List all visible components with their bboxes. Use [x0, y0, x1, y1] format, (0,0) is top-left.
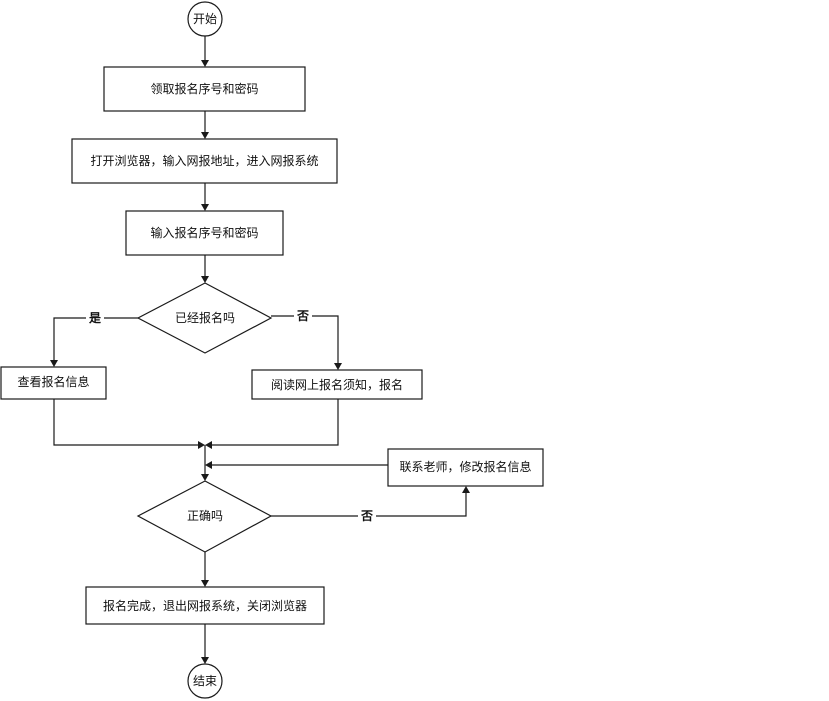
node-open-browser: 打开浏览器，输入网报地址，进入网报系统 [71, 138, 338, 184]
node-finish: 报名完成，退出网报系统，关闭浏览器 [85, 586, 325, 625]
arrowhead [50, 360, 58, 367]
node-read-notice: 阅读网上报名须知，报名 [251, 369, 423, 400]
label-bg [358, 508, 376, 524]
open-browser-label: 打开浏览器，输入网报地址，进入网报系统 [90, 153, 318, 168]
edge-no-to-contact-teacher [271, 489, 467, 517]
open-browser-box [71, 138, 338, 184]
arrowhead [198, 441, 205, 449]
edge-read-notice-to-merge [208, 399, 339, 446]
get-credentials-box [103, 66, 306, 112]
node-view-info: 查看报名信息 [0, 366, 107, 400]
read-notice-label: 阅读网上报名须知，报名 [271, 377, 403, 392]
arrowhead [462, 486, 470, 493]
finish-label: 报名完成，退出网报系统，关闭浏览器 [103, 598, 307, 613]
node-end: 结束 [187, 663, 223, 699]
already-registered-label: 已经报名吗 [175, 310, 235, 325]
label-bg [294, 308, 312, 324]
edge-label-no-1: 否 [296, 309, 309, 323]
arrowhead [201, 276, 209, 283]
arrowhead [205, 461, 212, 469]
arrowhead [201, 580, 209, 587]
contact-teacher-box [387, 448, 544, 487]
node-start: 开始 [187, 1, 223, 37]
read-notice-box [251, 369, 423, 400]
arrowhead [201, 474, 209, 481]
get-credentials-label: 领取报名序号和密码 [150, 81, 258, 96]
end-label: 结束 [193, 674, 217, 688]
arrowhead [334, 363, 342, 370]
view-info-box [0, 366, 107, 400]
edge-view-info-to-merge [53, 399, 202, 446]
already-registered-diamond [136, 282, 273, 354]
start-terminal [187, 1, 223, 37]
node-already-registered: 已经报名吗 [136, 282, 273, 354]
arrowhead [201, 204, 209, 211]
finish-box [85, 586, 325, 625]
contact-teacher-label: 联系老师，修改报名信息 [399, 459, 531, 474]
enter-credentials-label: 输入报名序号和密码 [150, 225, 258, 240]
view-info-label: 查看报名信息 [17, 374, 89, 389]
is-correct-diamond [136, 480, 273, 553]
edge-label-no-2: 否 [360, 509, 373, 523]
is-correct-label: 正确吗 [187, 509, 223, 523]
enter-credentials-box [125, 210, 284, 256]
end-terminal [187, 663, 223, 699]
arrowhead [205, 441, 212, 449]
start-label: 开始 [193, 12, 217, 26]
arrowhead [201, 60, 209, 67]
node-get-credentials: 领取报名序号和密码 [103, 66, 306, 112]
node-enter-credentials: 输入报名序号和密码 [125, 210, 284, 256]
node-is-correct: 正确吗 [136, 480, 273, 553]
label-bg [86, 310, 104, 326]
arrowhead [201, 132, 209, 139]
arrowhead [201, 657, 209, 664]
edge-label-yes: 是 [88, 311, 102, 325]
edge-yes-to-view-info [53, 317, 138, 364]
node-contact-teacher: 联系老师，修改报名信息 [387, 448, 544, 487]
connectors [50, 36, 470, 664]
edge-no-to-read-notice [271, 315, 339, 367]
